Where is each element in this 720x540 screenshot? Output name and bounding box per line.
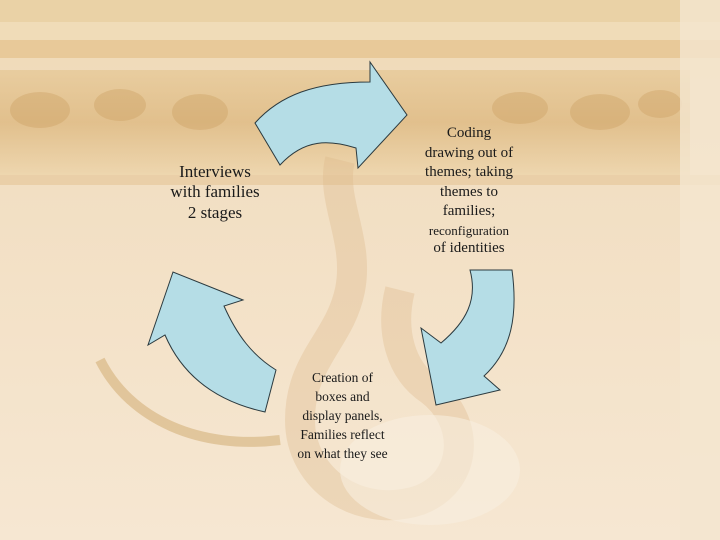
- node-creation-line: Families reflect: [300, 426, 385, 442]
- node-coding-line: families;: [442, 203, 496, 219]
- node-interviews: Interviews with families 2 stages: [150, 162, 280, 223]
- node-interviews-line: with families: [170, 182, 260, 202]
- arrow-coding-to-creation: [420, 269, 515, 406]
- node-interviews-line: Interviews: [179, 162, 251, 181]
- node-coding-line: drawing out of: [424, 144, 514, 161]
- node-creation-line: boxes and: [315, 388, 370, 404]
- node-coding-line: Coding: [446, 125, 492, 141]
- node-coding-line: themes; taking: [425, 164, 513, 180]
- node-coding: Coding drawing out of themes; taking the…: [404, 124, 534, 259]
- node-coding-line-small: reconfiguration: [428, 222, 510, 238]
- node-creation-line: display panels,: [302, 407, 383, 423]
- node-coding-line-last: of identities: [433, 240, 505, 257]
- node-interviews-line: 2 stages: [187, 202, 243, 222]
- node-coding-line: themes to: [440, 183, 498, 200]
- node-creation-line: on what they see: [297, 445, 388, 461]
- node-creation-line: Creation of: [311, 370, 374, 385]
- arrow-interviews-to-coding: [254, 60, 408, 170]
- node-creation: Creation of boxes and display panels, Fa…: [280, 369, 405, 463]
- arrow-creation-to-interviews: [147, 271, 277, 413]
